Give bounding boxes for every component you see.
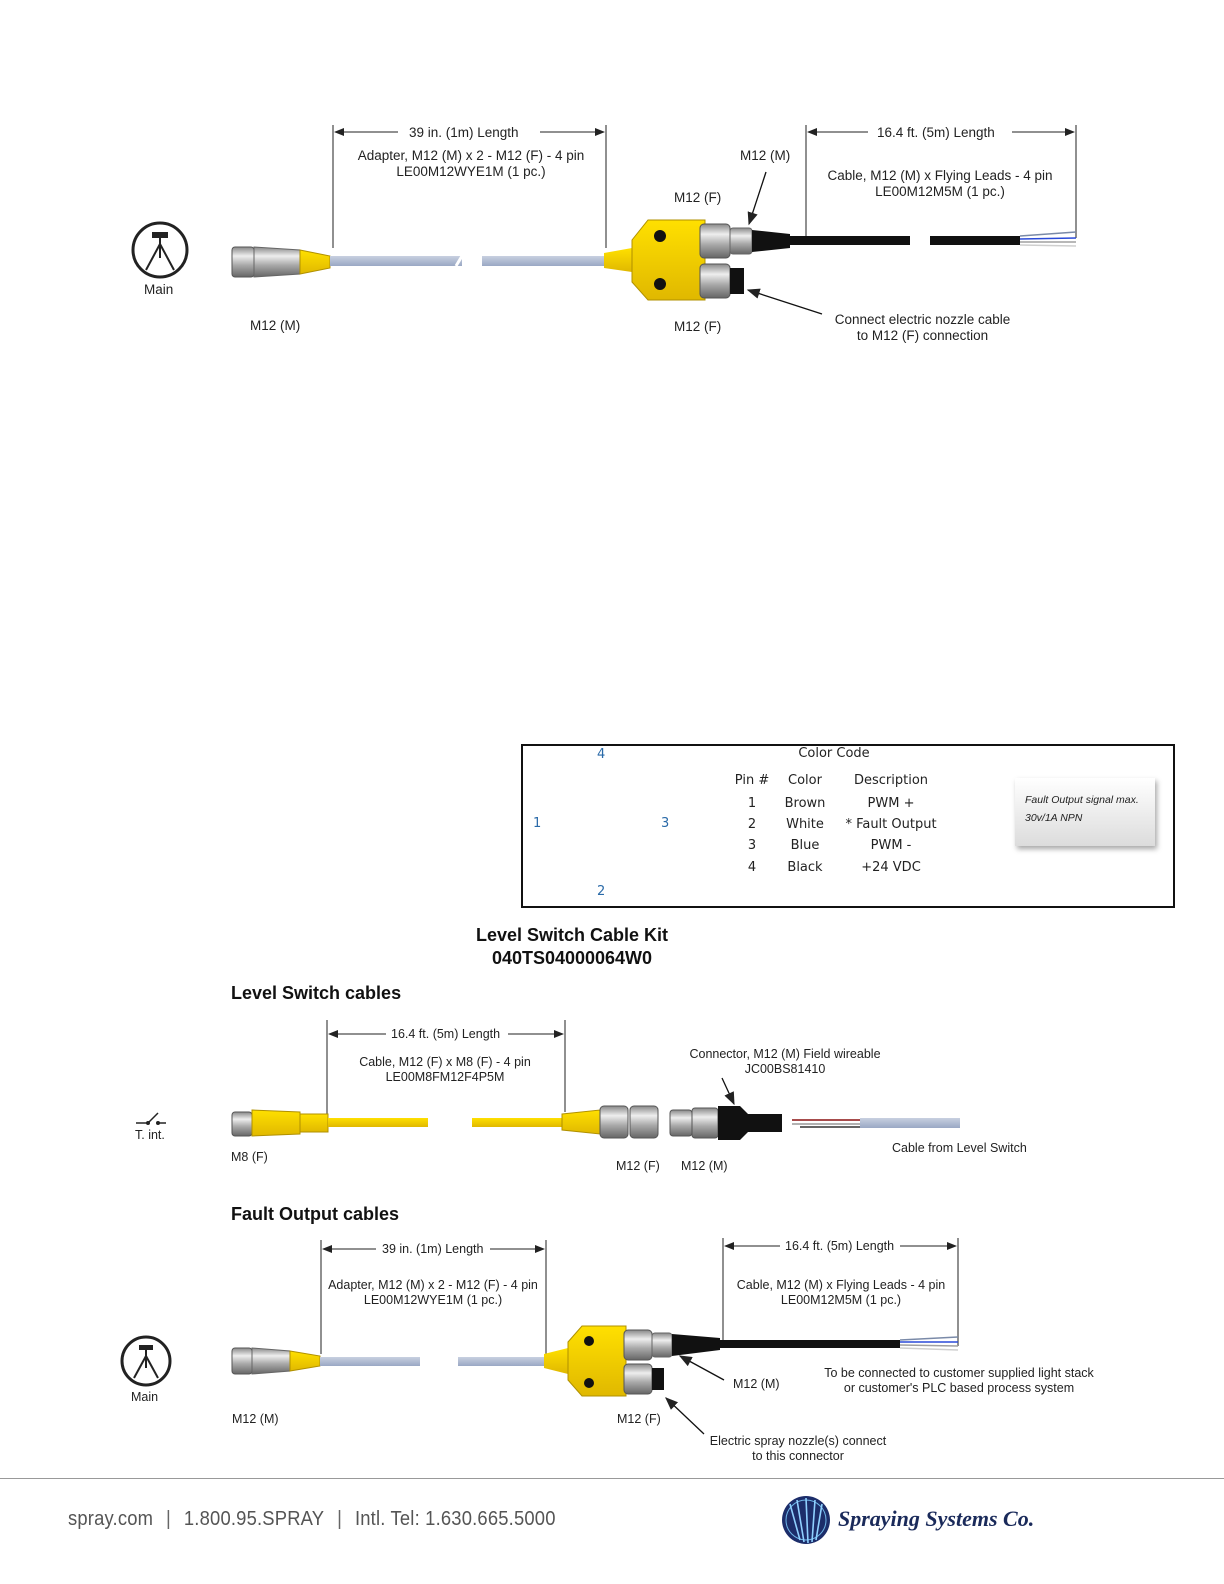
level-switch-heading: Level Switch cables: [231, 983, 402, 1003]
fault-output-note: Fault Output signal max. 30v/1A NPN: [1015, 778, 1155, 846]
footer-phone: 1.800.95.SPRAY: [183, 1508, 325, 1530]
fault-output-heading: Fault Output cables: [231, 1204, 400, 1224]
note-line1: Fault Output signal max.: [1025, 794, 1139, 806]
fo-adapter-line1: Adapter, M12 (M) x 2 - M12 (F) - 4 pin: [328, 1278, 538, 1292]
row4-desc: +24 VDC: [861, 860, 921, 875]
fo-customer-line1: To be connected to customer supplied lig…: [824, 1366, 1094, 1380]
fo-main-label: Main: [131, 1390, 159, 1404]
top-adapter-desc: Adapter, M12 (M) x 2 - M12 (F) - 4 pin L…: [340, 148, 602, 180]
main-label: Main: [144, 282, 174, 297]
header-pin: Pin #: [734, 773, 770, 788]
header-color: Color: [788, 773, 822, 788]
fo-nozzle-note: Electric spray nozzle(s) connect to this…: [700, 1434, 896, 1464]
row2-desc: * Fault Output: [845, 817, 937, 832]
level-switch-diagram: [136, 1020, 960, 1140]
left-m12m-label: M12 (M): [250, 318, 301, 333]
ls-m12f-label: M12 (F): [616, 1159, 660, 1173]
ls-cable-line2: LE00M8FM12F4P5M: [385, 1070, 505, 1084]
pin-left-number: 1: [533, 816, 542, 831]
connect-note: Connect electric nozzle cable to M12 (F)…: [820, 312, 1025, 344]
header-description: Description: [853, 773, 929, 788]
row3-pin: 3: [747, 838, 757, 853]
top-adapter-line2: LE00M12WYE1M (1 pc.): [396, 164, 546, 180]
fo-length-left: 39 in. (1m) Length: [382, 1242, 484, 1256]
fo-customer-line2: or customer's PLC based process system: [843, 1381, 1075, 1395]
pin-bottom-number: 2: [597, 884, 606, 899]
kit-title: Level Switch Cable Kit 040TS04000064W0: [442, 924, 702, 969]
page-footer: spray.com|1.800.95.SPRAY|Intl. Tel: 1.63…: [0, 1478, 1224, 1584]
top-m12m-label: M12 (M): [740, 148, 791, 163]
pin-right-number: 3: [661, 816, 670, 831]
top-cable-line1: Cable, M12 (M) x Flying Leads - 4 pin: [827, 168, 1053, 183]
fo-nozzle-line1: Electric spray nozzle(s) connect: [709, 1434, 887, 1448]
fo-cable-desc: Cable, M12 (M) x Flying Leads - 4 pin LE…: [730, 1278, 952, 1308]
fo-cable-line1: Cable, M12 (M) x Flying Leads - 4 pin: [736, 1278, 946, 1292]
ls-length: 16.4 ft. (5m) Length: [391, 1027, 501, 1041]
color-code-table: Color Code Pin # Color Description 1 Bro…: [725, 745, 943, 885]
ls-cable-desc: Cable, M12 (F) x M8 (F) - 4 pin LE00M8FM…: [340, 1055, 550, 1085]
ls-connector-line1: Connector, M12 (M) Field wireable: [689, 1047, 881, 1061]
fo-nozzle-line2: to this connector: [752, 1449, 844, 1463]
ls-connector-desc: Connector, M12 (M) Field wireable JC00BS…: [676, 1047, 894, 1077]
fo-m12m-right-label: M12 (M): [733, 1377, 780, 1391]
row1-color: Brown: [784, 796, 826, 811]
footer-divider: [0, 1478, 1224, 1479]
top-adapter-line1: Adapter, M12 (M) x 2 - M12 (F) - 4 pin: [357, 148, 585, 163]
top-cable-diagram: [131, 125, 1077, 315]
ls-m8f-label: M8 (F): [231, 1150, 268, 1164]
ls-connector-line2: JC00BS81410: [744, 1062, 826, 1076]
row4-pin: 4: [747, 860, 757, 875]
top-cable-line2: LE00M12M5M (1 pc.): [875, 184, 1005, 200]
row3-desc: PWM -: [870, 838, 912, 853]
kit-title-name: Level Switch Cable Kit: [475, 925, 669, 945]
top-m12f-label: M12 (F): [674, 190, 722, 205]
brand-name: Spraying Systems Co.: [838, 1506, 1035, 1531]
connect-line1: Connect electric nozzle cable: [834, 312, 1011, 327]
fo-adapter-line2: LE00M12WYE1M (1 pc.): [363, 1293, 503, 1307]
spraying-systems-logo-icon: [782, 1496, 830, 1544]
row4-color: Black: [787, 860, 823, 875]
footer-intl-phone: Intl. Tel: 1.630.665.5000: [354, 1508, 556, 1530]
ls-cable-line1: Cable, M12 (F) x M8 (F) - 4 pin: [359, 1055, 531, 1069]
color-code-title: Color Code: [798, 746, 870, 761]
fault-output-diagram: [120, 1238, 959, 1435]
fo-m12f-label: M12 (F): [617, 1412, 661, 1426]
row2-color: White: [786, 817, 824, 832]
top-length-left: 39 in. (1m) Length: [409, 125, 519, 140]
pin-top-number: 4: [597, 747, 606, 762]
connect-line2: to M12 (F) connection: [856, 328, 989, 344]
top-length-right: 16.4 ft. (5m) Length: [877, 125, 995, 140]
bottom-m12f-label: M12 (F): [674, 319, 722, 334]
footer-contact: spray.com|1.800.95.SPRAY|Intl. Tel: 1.63…: [68, 1508, 556, 1530]
top-cable-desc: Cable, M12 (M) x Flying Leads - 4 pin LE…: [810, 168, 1070, 200]
fo-adapter-desc: Adapter, M12 (M) x 2 - M12 (F) - 4 pin L…: [322, 1278, 544, 1308]
ls-from-switch: Cable from Level Switch: [892, 1141, 1027, 1155]
footer-site-link[interactable]: spray.com: [68, 1508, 154, 1530]
note-line2: 30v/1A NPN: [1025, 811, 1083, 824]
row2-pin: 2: [747, 817, 757, 832]
kit-part-number: 040TS04000064W0: [491, 947, 653, 968]
row1-desc: PWM +: [867, 796, 915, 811]
fo-customer-note: To be connected to customer supplied lig…: [814, 1366, 1104, 1396]
row1-pin: 1: [747, 796, 757, 811]
fo-m12m-left-label: M12 (M): [232, 1412, 279, 1426]
fo-length-right: 16.4 ft. (5m) Length: [785, 1239, 895, 1253]
fo-cable-line2: LE00M12M5M (1 pc.): [780, 1293, 902, 1307]
ls-m12m-label: M12 (M): [681, 1159, 728, 1173]
t-int-label: T. int.: [135, 1128, 165, 1142]
row3-color: Blue: [790, 838, 820, 853]
